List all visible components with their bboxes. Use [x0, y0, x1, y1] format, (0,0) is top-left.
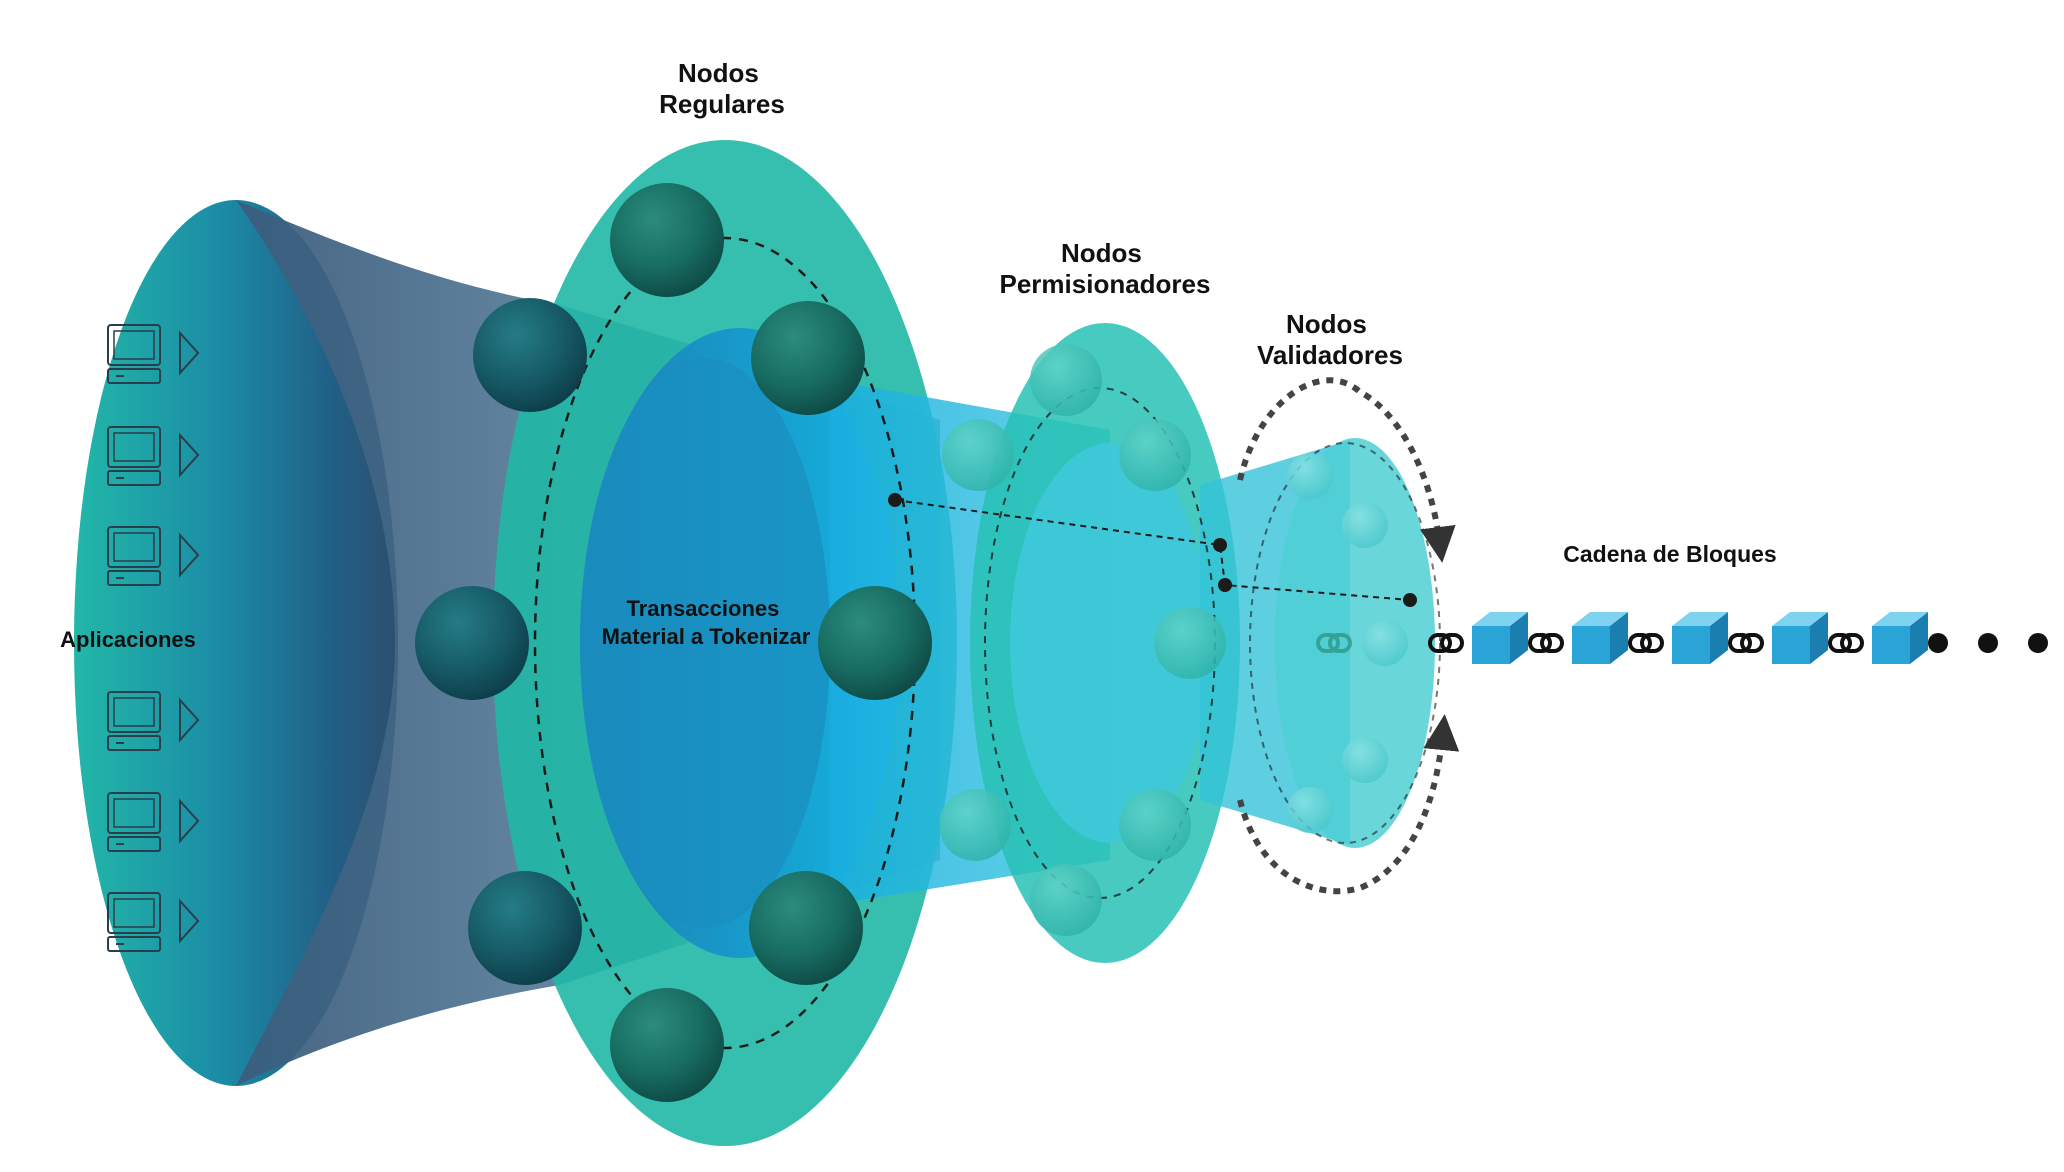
permission-node	[1030, 344, 1102, 416]
continuation-dot	[1928, 633, 1948, 653]
consensus-arrow-top	[1237, 377, 1456, 563]
chain-link-icon	[1428, 633, 1464, 653]
continuation-dot	[1978, 633, 1998, 653]
cube-block-icon	[1872, 612, 1928, 664]
permission-node	[942, 419, 1014, 491]
regular-node	[415, 586, 529, 700]
chain-link-icon	[1828, 633, 1864, 653]
regular-node	[468, 871, 582, 985]
applications-label: Aplicaciones	[60, 627, 196, 652]
regular-node	[473, 298, 587, 412]
blockchain-chain	[1316, 612, 2048, 664]
play-arrow-icon	[179, 898, 200, 944]
validator-nodes-label: Nodos Validadores	[1257, 309, 1403, 370]
continuation-dot	[2028, 633, 2048, 653]
connection-dot	[1213, 538, 1227, 552]
chain-link-icon	[1528, 633, 1564, 653]
computer-icon	[107, 792, 161, 852]
chain-link-icon	[1316, 633, 1352, 653]
permission-node-spheres	[939, 344, 1226, 936]
regular-nodes-label: Nodos Regulares	[659, 58, 785, 119]
play-arrow-icon	[179, 697, 200, 743]
connection-dot	[888, 493, 902, 507]
play-arrow-icon	[179, 798, 200, 844]
computer-icon	[107, 892, 161, 952]
connection-dot	[1218, 578, 1232, 592]
transactions-label: Transacciones Material a Tokenizar	[602, 596, 811, 649]
regular-node-spheres	[415, 183, 932, 1102]
permission-node	[939, 789, 1011, 861]
validator-node	[1362, 620, 1408, 666]
regular-node	[610, 988, 724, 1102]
permission-node	[1119, 789, 1191, 861]
validator-node-spheres	[1287, 453, 1408, 833]
regular-node	[818, 586, 932, 700]
regular-node	[610, 183, 724, 297]
permission-node	[1030, 864, 1102, 936]
blockchain-label: Cadena de Bloques	[1563, 541, 1776, 567]
computer-icon	[107, 691, 161, 751]
validator-node	[1342, 737, 1388, 783]
consensus-arrow-bottom	[1237, 714, 1460, 895]
permission-nodes-label: Nodos Permisionadores	[1000, 238, 1211, 299]
cube-block-icon	[1472, 612, 1528, 664]
application-devices	[107, 324, 200, 952]
validator-node	[1342, 502, 1388, 548]
transaction-core	[580, 358, 830, 928]
applications-disc	[74, 200, 398, 1086]
validator-nodes-ring	[1275, 438, 1435, 848]
validator-node	[1287, 787, 1333, 833]
play-arrow-icon	[179, 330, 200, 376]
permission-ring-hole	[1010, 443, 1210, 843]
cube-block-icon	[1672, 612, 1728, 664]
validator-node	[1287, 453, 1333, 499]
cube-block-icon	[1772, 612, 1828, 664]
computer-icon	[107, 526, 161, 586]
permission-node	[1154, 607, 1226, 679]
connection-dot	[1403, 593, 1417, 607]
regular-node	[749, 871, 863, 985]
play-arrow-icon	[179, 432, 200, 478]
permission-node	[1119, 419, 1191, 491]
regular-node	[751, 301, 865, 415]
computer-icon	[107, 426, 161, 486]
computer-icon	[107, 324, 161, 384]
play-arrow-icon	[179, 532, 200, 578]
chain-link-icon	[1628, 633, 1664, 653]
cube-block-icon	[1572, 612, 1628, 664]
chain-link-icon	[1728, 633, 1764, 653]
